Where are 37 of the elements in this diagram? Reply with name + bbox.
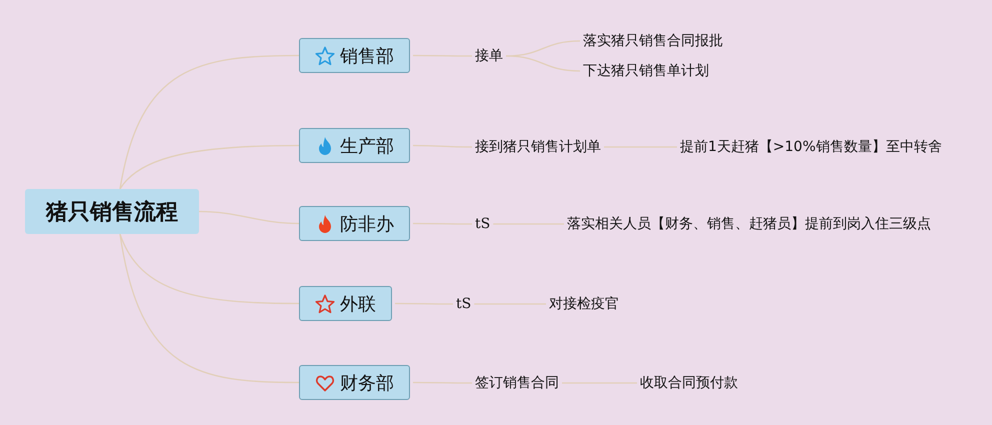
connector-line: [413, 144, 472, 148]
connector-line: [119, 234, 299, 384]
step-text: 接到猪只销售计划单: [475, 138, 601, 156]
step-text: tS: [475, 216, 490, 232]
step-text: 对接检疫官: [549, 295, 619, 313]
step-text: 签订销售合同: [475, 374, 559, 392]
connector-line: [604, 146, 677, 148]
department-name: 财务部: [340, 372, 394, 394]
connector-line: [413, 54, 472, 57]
connector-line: [119, 234, 299, 304]
step-text: tS: [456, 296, 472, 312]
department-box: [299, 128, 410, 163]
step-text: 落实相关人员【财务、销售、赶猪员】提前到岗入住三级点: [567, 215, 931, 233]
step-text: 收取合同预付款: [640, 374, 738, 392]
connector-line: [119, 54, 299, 190]
department-box: [299, 365, 410, 400]
connector-line: [562, 382, 637, 384]
department-box: [299, 38, 410, 73]
topic-box: 猪只销售流程: [25, 189, 199, 234]
connector-line: [198, 210, 300, 224]
step-text: 下达猪只销售单计划: [583, 62, 709, 80]
department-name: 销售部: [340, 44, 394, 68]
department-name: 防非办: [340, 212, 394, 236]
connector-line: [119, 144, 299, 190]
step-text: 提前1天赶猪【>10%销售数量】至中转舍: [680, 138, 942, 156]
step-text: 接单: [475, 47, 503, 65]
connector-line: [413, 222, 472, 225]
connector-line: [506, 55, 580, 72]
connector-line: [395, 302, 453, 305]
step-text: 落实猪只销售合同报批: [583, 32, 723, 50]
connector-line: [493, 223, 564, 225]
department-box: [299, 286, 392, 321]
department-box: [299, 206, 410, 241]
department-name: 外联: [340, 292, 376, 316]
connector-line: [474, 303, 546, 305]
connector-line: [413, 382, 472, 384]
department-name: 生产部: [340, 134, 394, 158]
